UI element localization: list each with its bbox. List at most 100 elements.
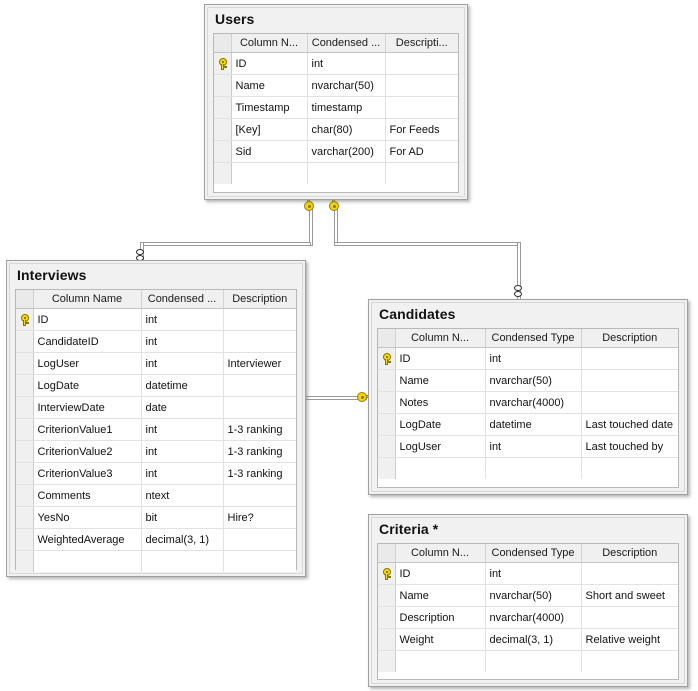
table-row[interactable]: Name nvarchar(50) Short and sweet [378, 584, 678, 607]
entity-users[interactable]: Users Column N... Condensed ... Descript… [204, 4, 468, 200]
entity-candidates[interactable]: Candidates Column N... Condensed Type De… [368, 299, 688, 495]
entity-candidates-header-condensed-type[interactable]: Condensed Type [485, 329, 582, 348]
table-row[interactable]: LogUser int Interviewer [16, 352, 296, 375]
entity-users-grid[interactable]: Column N... Condensed ... Descripti... I… [213, 33, 459, 193]
relationship-users-candidates-segment-horizontal[interactable] [334, 242, 521, 246]
cell-description[interactable]: Relative weight [581, 628, 678, 651]
cell-column-name[interactable]: Name [231, 74, 308, 97]
entity-criteria-grid[interactable]: Column N... Condensed Type Description I… [377, 543, 679, 680]
table-row[interactable]: CandidateID int [16, 330, 296, 353]
cell-column-name[interactable]: Comments [33, 484, 142, 507]
entity-interviews-header-condensed-type[interactable]: Condensed ... [141, 290, 224, 309]
entity-interviews-header-column-name[interactable]: Column Name [33, 290, 142, 309]
entity-interviews-grid[interactable]: Column Name Condensed ... Description ID [15, 289, 297, 572]
cell-column-name[interactable]: LogDate [395, 413, 486, 436]
cell-description[interactable] [223, 374, 296, 397]
row-gutter[interactable] [378, 369, 396, 392]
cell-condensed-type[interactable]: datetime [141, 374, 224, 397]
table-row[interactable]: Weight decimal(3, 1) Relative weight [378, 628, 678, 651]
cell-column-name[interactable]: Description [395, 606, 486, 629]
cell-description[interactable]: 1-3 ranking [223, 462, 296, 485]
entity-criteria-header-condensed-type[interactable]: Condensed Type [485, 544, 582, 563]
cell-condensed-type[interactable]: nvarchar(50) [485, 369, 582, 392]
cell-condensed-type[interactable]: datetime [485, 413, 582, 436]
row-gutter[interactable] [378, 650, 396, 672]
table-row[interactable]: Sid varchar(200) For AD [214, 140, 458, 163]
row-gutter[interactable] [214, 96, 232, 119]
table-row[interactable]: LogDate datetime [16, 374, 296, 397]
cell-column-name[interactable]: CandidateID [33, 330, 142, 353]
row-gutter[interactable] [16, 374, 34, 397]
row-gutter[interactable] [214, 140, 232, 163]
cell-description[interactable]: Short and sweet [581, 584, 678, 607]
cell-condensed-type[interactable]: date [141, 396, 224, 419]
entity-interviews-header-description[interactable]: Description [223, 290, 296, 309]
cell-condensed-type[interactable]: int [307, 52, 386, 75]
table-row[interactable]: YesNo bit Hire? [16, 506, 296, 529]
cell-description[interactable] [581, 562, 678, 585]
row-gutter[interactable] [214, 74, 232, 97]
cell-column-name[interactable]: Sid [231, 140, 308, 163]
row-gutter[interactable] [16, 418, 34, 441]
cell-condensed-type[interactable]: timestamp [307, 96, 386, 119]
cell-description[interactable] [581, 650, 678, 672]
table-row[interactable]: [Key] char(80) For Feeds [214, 118, 458, 141]
cell-column-name[interactable]: ID [395, 347, 486, 370]
cell-description[interactable] [223, 308, 296, 331]
table-row[interactable]: Notes nvarchar(4000) [378, 391, 678, 414]
row-gutter[interactable] [378, 628, 396, 651]
cell-column-name[interactable]: [Key] [231, 118, 308, 141]
cell-condensed-type[interactable]: int [485, 347, 582, 370]
cell-condensed-type[interactable]: bit [141, 506, 224, 529]
relationship-users-candidates-segment-vertical-top[interactable] [334, 208, 338, 246]
entity-candidates-grid[interactable]: Column N... Condensed Type Description I… [377, 328, 679, 488]
entity-criteria-header-column-name[interactable]: Column N... [395, 544, 486, 563]
table-row[interactable]: LogDate datetime Last touched date [378, 413, 678, 436]
row-gutter[interactable] [378, 457, 396, 479]
table-row[interactable]: Timestamp timestamp [214, 96, 458, 119]
cell-description[interactable] [581, 347, 678, 370]
cell-description[interactable] [385, 96, 458, 119]
cell-condensed-type[interactable]: int [141, 418, 224, 441]
cell-description[interactable] [385, 162, 458, 184]
cell-description[interactable]: Last touched by [581, 435, 678, 458]
row-gutter[interactable] [378, 435, 396, 458]
cell-condensed-type[interactable]: nvarchar(50) [307, 74, 386, 97]
relationship-users-interviews-segment-vertical-top[interactable] [309, 208, 313, 246]
cell-condensed-type[interactable]: decimal(3, 1) [485, 628, 582, 651]
table-row[interactable]: ID int [378, 562, 678, 585]
entity-criteria-header-description[interactable]: Description [581, 544, 678, 563]
table-row[interactable]: CriterionValue3 int 1-3 ranking [16, 462, 296, 485]
cell-column-name[interactable]: LogUser [33, 352, 142, 375]
cell-description[interactable] [223, 550, 296, 572]
cell-column-name[interactable]: CriterionValue3 [33, 462, 142, 485]
cell-description[interactable] [385, 74, 458, 97]
table-row[interactable]: Comments ntext [16, 484, 296, 507]
table-row[interactable]: LogUser int Last touched by [378, 435, 678, 458]
row-gutter[interactable] [16, 440, 34, 463]
row-gutter[interactable] [16, 396, 34, 419]
row-gutter[interactable] [214, 162, 232, 184]
cell-description[interactable] [581, 391, 678, 414]
cell-description[interactable]: Interviewer [223, 352, 296, 375]
cell-condensed-type[interactable]: int [485, 562, 582, 585]
row-gutter[interactable] [378, 606, 396, 629]
table-row[interactable]: ID int [16, 308, 296, 331]
pk-gutter[interactable] [378, 562, 396, 585]
cell-description[interactable]: For Feeds [385, 118, 458, 141]
cell-description[interactable] [223, 396, 296, 419]
cell-description[interactable] [385, 52, 458, 75]
row-gutter[interactable] [16, 550, 34, 572]
cell-column-name[interactable]: InterviewDate [33, 396, 142, 419]
entity-candidates-header-column-name[interactable]: Column N... [395, 329, 486, 348]
cell-column-name[interactable] [231, 162, 308, 184]
cell-description[interactable] [581, 457, 678, 479]
cell-condensed-type[interactable] [485, 650, 582, 672]
table-row[interactable]: CriterionValue1 int 1-3 ranking [16, 418, 296, 441]
entity-interviews[interactable]: Interviews Column Name Condensed ... Des… [6, 260, 306, 577]
row-gutter[interactable] [16, 330, 34, 353]
row-gutter[interactable] [16, 462, 34, 485]
cell-column-name[interactable] [395, 457, 486, 479]
cell-description[interactable] [581, 606, 678, 629]
